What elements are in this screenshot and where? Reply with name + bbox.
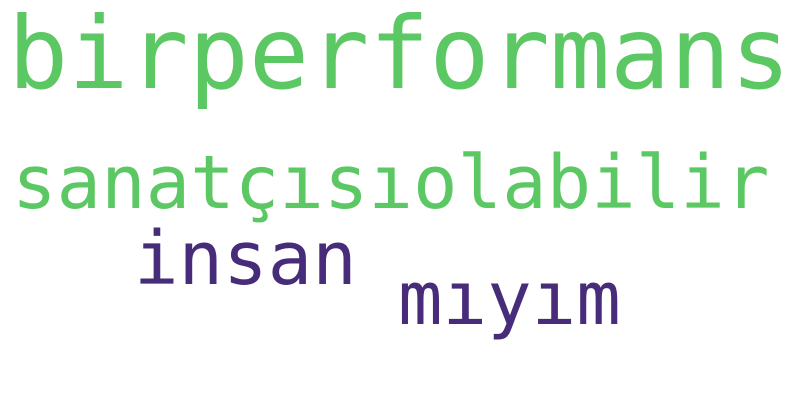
word-miyim: mıyım xyxy=(398,256,621,342)
word-sanatcisiolabilir: sanatçısıolabilir xyxy=(12,140,770,226)
word-birperformans: birperformans xyxy=(8,0,791,112)
word-insan: insan xyxy=(134,216,357,302)
